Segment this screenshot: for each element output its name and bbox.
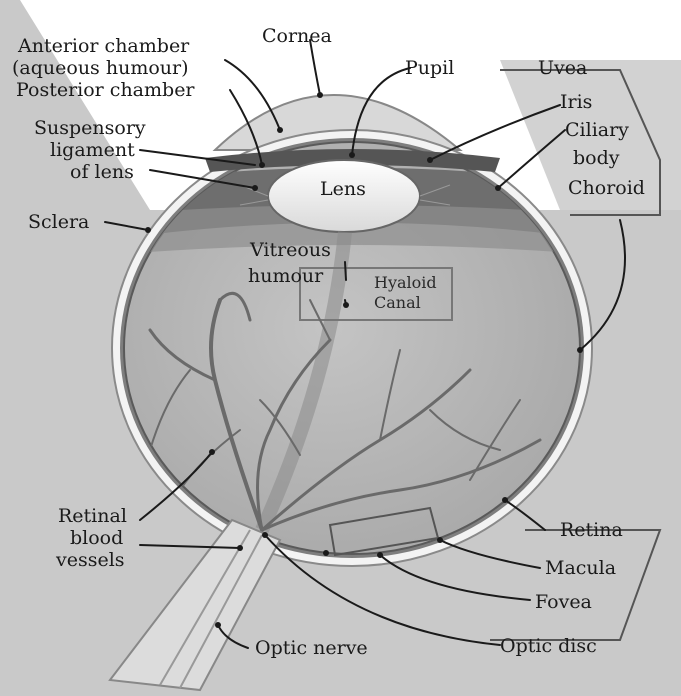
label-retina: Retina [560, 519, 623, 541]
label-pupil: Pupil [405, 57, 454, 79]
label-retinal-3: vessels [55, 549, 125, 571]
label-suspensory-1: Suspensory [34, 117, 146, 139]
label-vitreous-2: humour [248, 265, 324, 287]
label-lens: Lens [320, 178, 366, 200]
label-fovea: Fovea [535, 591, 592, 613]
label-ciliary-2: body [573, 147, 620, 169]
label-optic-nerve: Optic nerve [255, 637, 368, 659]
label-macula: Macula [545, 557, 616, 579]
label-uvea: Uvea [538, 57, 587, 79]
label-anterior-chamber-1: Anterior chamber [17, 35, 190, 57]
label-optic-disc: Optic disc [500, 635, 597, 657]
label-suspensory-2: ligament [50, 139, 135, 161]
label-hyaloid-2: Canal [374, 293, 421, 312]
label-anterior-chamber-2: (aqueous humour) [12, 57, 189, 79]
label-suspensory-3: of lens [70, 161, 134, 183]
label-retinal-1: Retinal [58, 505, 127, 527]
label-choroid: Choroid [568, 177, 645, 199]
label-ciliary-1: Ciliary [565, 119, 629, 141]
label-vitreous-1: Vitreous [249, 239, 331, 261]
label-sclera: Sclera [28, 211, 89, 233]
label-cornea: Cornea [262, 25, 332, 47]
label-iris: Iris [560, 91, 592, 113]
label-hyaloid-1: Hyaloid [374, 273, 437, 292]
label-retinal-2: blood [70, 527, 123, 549]
label-posterior-chamber: Posterior chamber [16, 79, 195, 101]
